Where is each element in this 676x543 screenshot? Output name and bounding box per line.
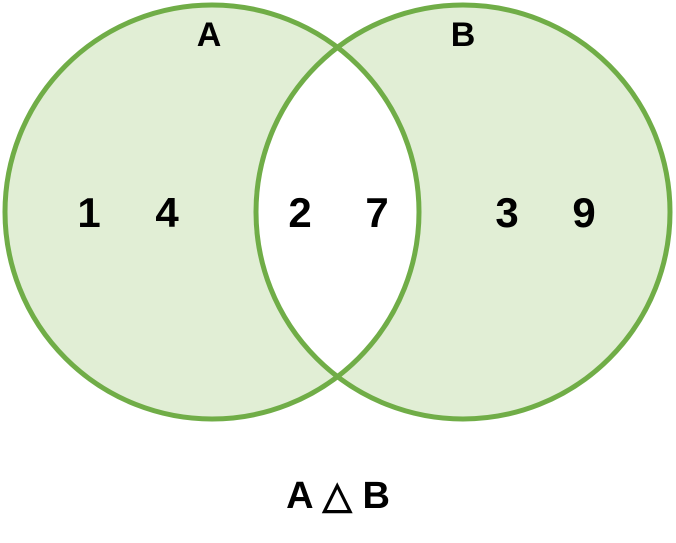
intersection-element: 7 [365, 189, 388, 236]
set-a-element: 4 [155, 189, 179, 236]
set-b-element: 9 [572, 189, 595, 236]
intersection-region [256, 5, 419, 419]
set-b-label: B [451, 16, 476, 54]
set-a-element: 1 [77, 189, 100, 236]
set-b-element: 3 [495, 189, 518, 236]
set-b-outline [253, 2, 673, 422]
set-a-outline [2, 2, 422, 422]
set-a-label: A [197, 16, 222, 54]
intersection-element: 2 [288, 189, 311, 236]
diagram-caption: A △ B [286, 475, 390, 517]
